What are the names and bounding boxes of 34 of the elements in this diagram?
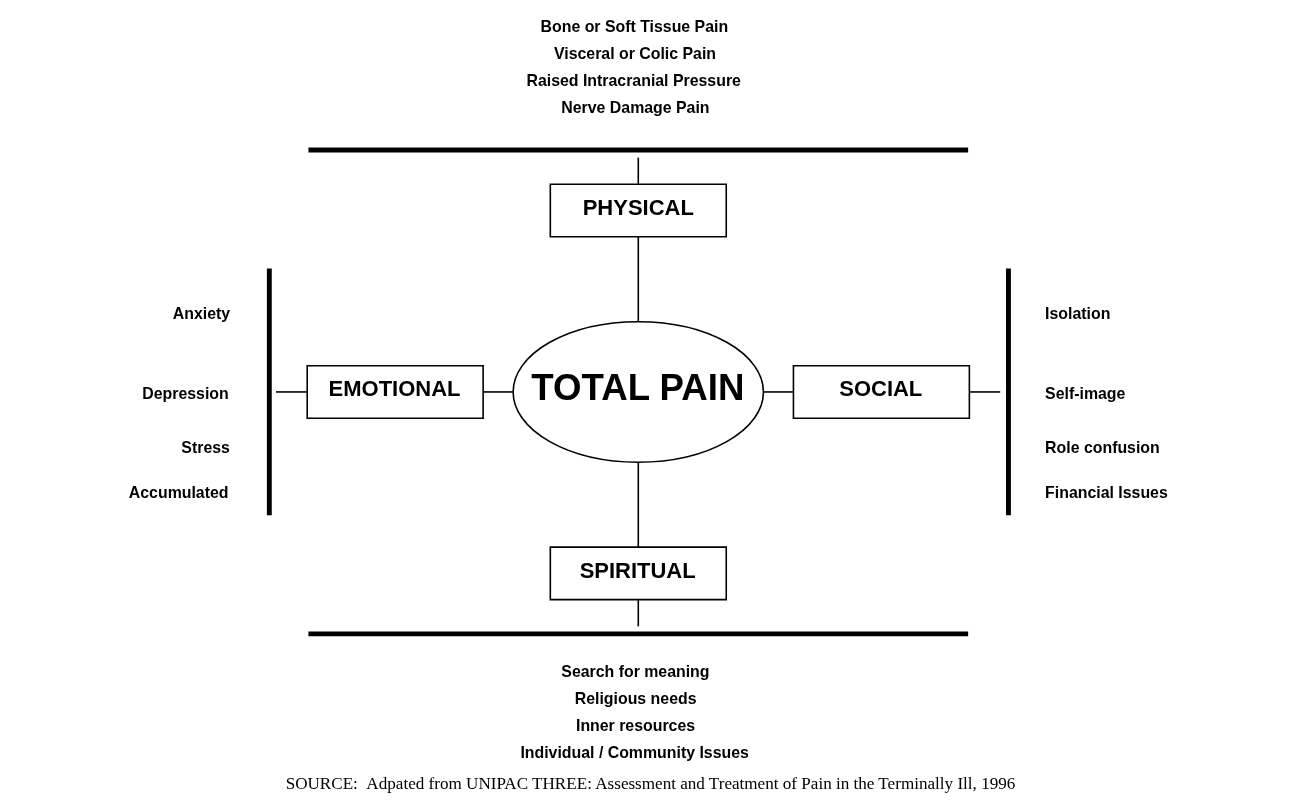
node-label: Stress [181, 438, 230, 456]
connector [637, 599, 640, 628]
connector [275, 391, 308, 393]
node-label: Isolation [1045, 304, 1111, 322]
node-label: Self-image [1045, 385, 1126, 403]
node-label: Raised Intracranial Pressure [526, 71, 741, 89]
node-label: Bone or Soft Tissue Pain [540, 18, 729, 36]
node-box: PHYSICAL [549, 183, 728, 238]
node-box: SPIRITUAL [549, 546, 728, 601]
node-label: Individual / Community Issues [520, 743, 749, 761]
caption: SOURCE: Adpated from UNIPAC THREE: Assessment and Treatment of Pain in the Terminally Ill, 1996 [285, 774, 1016, 794]
node-label: Financial Issues [1045, 484, 1168, 502]
node-label: Visceral or Colic Pain [553, 44, 717, 62]
connector [762, 391, 794, 393]
connector [637, 236, 640, 323]
node-ellipse: TOTAL PAIN [512, 320, 765, 463]
connector [482, 391, 514, 393]
node-label: Role confusion [1045, 438, 1160, 456]
node-label: Nerve Damage Pain [561, 98, 710, 116]
node-label: Search for meaning [561, 663, 710, 681]
node-label: Anxiety [172, 304, 231, 322]
node-bar [1006, 268, 1011, 516]
node-bar [308, 147, 969, 153]
node-box: SOCIAL [792, 364, 971, 419]
node-bar [266, 268, 272, 516]
node-bar [308, 631, 969, 637]
connector [968, 391, 1001, 393]
connector [637, 461, 640, 548]
node-label: Depression [142, 385, 229, 403]
node-box: EMOTIONAL [306, 364, 484, 419]
connector [637, 156, 640, 185]
node-label: Religious needs [574, 689, 697, 707]
node-label: Accumulated [128, 484, 229, 502]
node-label: Inner resources [575, 716, 696, 734]
